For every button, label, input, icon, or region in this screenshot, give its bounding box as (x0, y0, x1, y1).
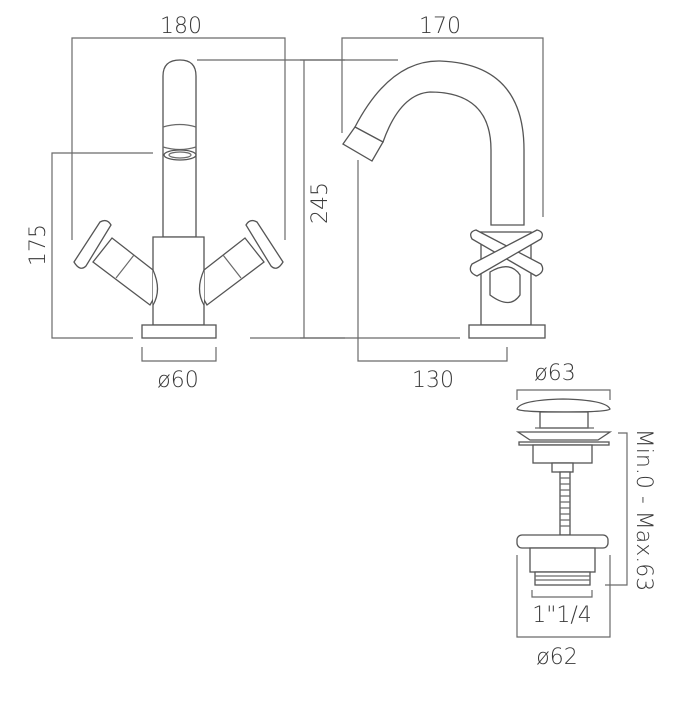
dim-adjust-line (605, 432, 628, 586)
dim-63-label: ø63 (534, 361, 575, 386)
front-view-tap: 180 175 245 ø60 (26, 14, 345, 393)
spout-nozzle (342, 126, 384, 162)
waste-body-flange (516, 534, 609, 549)
dim-thread-label: 1"1/4 (532, 603, 592, 628)
side-tap-base (468, 324, 546, 339)
dim-thread-line (531, 590, 593, 598)
dim-130-line (357, 160, 508, 362)
dim-60-label: ø60 (157, 368, 198, 393)
tap-body (152, 236, 205, 326)
dim-adjust-label: Min.0 - Max.63 (631, 429, 656, 591)
dim-170-label: 170 (419, 14, 461, 39)
dim-63-line (516, 389, 611, 400)
tap-base (141, 324, 217, 339)
dim-62-line (516, 555, 611, 638)
spout-tube (162, 59, 197, 238)
dim-175-label: 175 (26, 224, 51, 266)
dim-60-line (141, 347, 217, 362)
dim-170-line (341, 37, 544, 217)
cross-handle (469, 229, 544, 277)
dim-180-label: 180 (160, 14, 202, 39)
side-view-tap: 170 130 (300, 14, 546, 393)
dim-62-label: ø62 (536, 645, 577, 670)
left-handle (92, 237, 157, 306)
dim-245-label: 245 (308, 182, 333, 224)
click-clack-waste: ø63 1"1/4 ø62 Min.0 - Max.63 (515, 361, 656, 670)
dim-130-label: 130 (412, 368, 454, 393)
waste-cap (516, 398, 611, 413)
waste-thread (534, 571, 591, 586)
gooseneck-spout (354, 60, 525, 226)
dim-175-line (51, 152, 153, 339)
dim-180-line (71, 37, 286, 240)
waste-flange (515, 431, 613, 441)
right-handle (200, 237, 265, 306)
